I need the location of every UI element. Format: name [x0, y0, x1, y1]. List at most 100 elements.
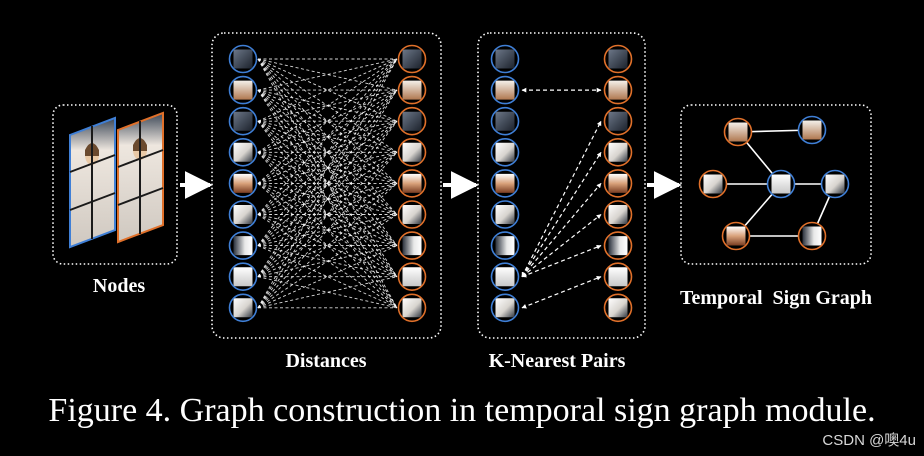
distance-edge: [257, 89, 398, 246]
distance-edge: [257, 276, 398, 309]
distance-edge: [257, 58, 398, 277]
k-nearest-panel: [477, 32, 646, 339]
label-temporal-sign-graph: Temporal Sign Graph: [680, 287, 872, 309]
distance-node-left: [228, 138, 258, 167]
nodes-panel: [52, 104, 178, 265]
distance-edge: [257, 89, 398, 309]
distance-node-right: [397, 106, 427, 136]
graph-node: [820, 169, 850, 199]
distance-node-right: [397, 293, 427, 323]
distance-edge: [257, 89, 398, 184]
distances-panel: [211, 32, 442, 339]
knn-node-left: [490, 44, 520, 74]
distance-edge: [257, 182, 398, 247]
distance-edge: [257, 120, 398, 309]
label-k-nearest-pairs: K-Nearest Pairs: [489, 350, 626, 372]
distance-edge: [257, 89, 398, 215]
node-layer: [228, 44, 633, 323]
distance-node-left: [228, 200, 258, 229]
knn-node-left: [490, 262, 520, 292]
figure-caption: Figure 4. Graph construction in temporal…: [48, 392, 876, 429]
distance-edge: [257, 245, 398, 278]
knn-node-right: [603, 75, 633, 105]
distance-node-right: [397, 169, 427, 198]
knn-node-left: [490, 231, 520, 260]
distance-edge: [257, 214, 398, 278]
distance-edge: [257, 182, 398, 247]
distance-edge: [257, 89, 398, 122]
distance-node-left: [228, 75, 258, 105]
knn-node-right: [603, 293, 633, 323]
distance-node-right: [397, 75, 427, 105]
distance-edge: [257, 151, 398, 184]
distance-edge: [257, 120, 398, 184]
distance-node-left: [228, 262, 258, 292]
distance-edge: [257, 245, 398, 309]
distance-edge: [257, 120, 398, 153]
distance-edge: [257, 120, 398, 153]
distance-edge: [257, 151, 398, 278]
graph-node: [766, 169, 796, 199]
knn-pair-edge: [521, 151, 602, 278]
distance-edges: [257, 58, 398, 309]
graph-node: [797, 115, 827, 145]
knn-node-right: [603, 169, 633, 198]
distance-edge: [257, 183, 398, 278]
graph-panel: [680, 104, 872, 265]
knn-node-right: [603, 44, 633, 74]
distance-edge: [257, 58, 398, 309]
distance-edge: [257, 58, 398, 215]
distance-node-left: [228, 106, 258, 136]
knn-node-right: [603, 106, 633, 136]
distance-edge: [257, 58, 398, 153]
knn-node-left: [490, 293, 520, 323]
graph-node: [797, 221, 827, 251]
distance-edge: [257, 89, 398, 122]
knn-node-left: [490, 138, 520, 167]
distance-node-left: [228, 169, 258, 198]
distance-edge: [257, 182, 398, 215]
distance-node-left: [228, 44, 258, 74]
video-frame-blue: [69, 116, 116, 249]
distance-edge: [257, 214, 398, 247]
distance-edge: [257, 214, 398, 309]
distance-node-left: [228, 293, 258, 323]
distance-edge: [257, 183, 398, 309]
distance-edge: [257, 58, 398, 122]
knn-pair-edge: [521, 276, 602, 309]
distance-edge: [257, 89, 398, 277]
video-frame-orange: [117, 111, 164, 244]
knn-node-right: [603, 262, 633, 292]
label-distances: Distances: [285, 350, 366, 372]
graph-node: [698, 169, 728, 199]
distance-edge: [257, 120, 398, 277]
watermark: CSDN @噢4u: [822, 432, 916, 449]
distance-edge: [257, 151, 398, 215]
knn-node-right: [603, 138, 633, 167]
knn-node-right: [603, 200, 633, 229]
knn-node-left: [490, 106, 520, 136]
distance-edge: [257, 58, 398, 91]
knn-pair-edge: [521, 120, 602, 278]
knn-pair-edge: [521, 244, 602, 278]
graph-node: [723, 117, 753, 147]
distance-node-left: [228, 231, 258, 260]
distance-edge: [257, 58, 398, 184]
graph-node: [721, 221, 751, 251]
distance-edge: [257, 120, 398, 246]
knn-node-left: [490, 169, 520, 198]
knn-node-right: [603, 231, 633, 260]
knn-pair-edge: [521, 214, 602, 278]
distance-node-right: [397, 231, 427, 260]
distance-edge: [257, 245, 398, 309]
knn-pair-edge: [521, 183, 602, 278]
knn-node-left: [490, 200, 520, 229]
sign-graph: [698, 115, 850, 251]
label-nodes: Nodes: [93, 275, 145, 297]
knn-node-left: [490, 75, 520, 105]
distance-edge: [257, 151, 398, 184]
distance-node-right: [397, 200, 427, 229]
distance-edge: [257, 183, 398, 309]
